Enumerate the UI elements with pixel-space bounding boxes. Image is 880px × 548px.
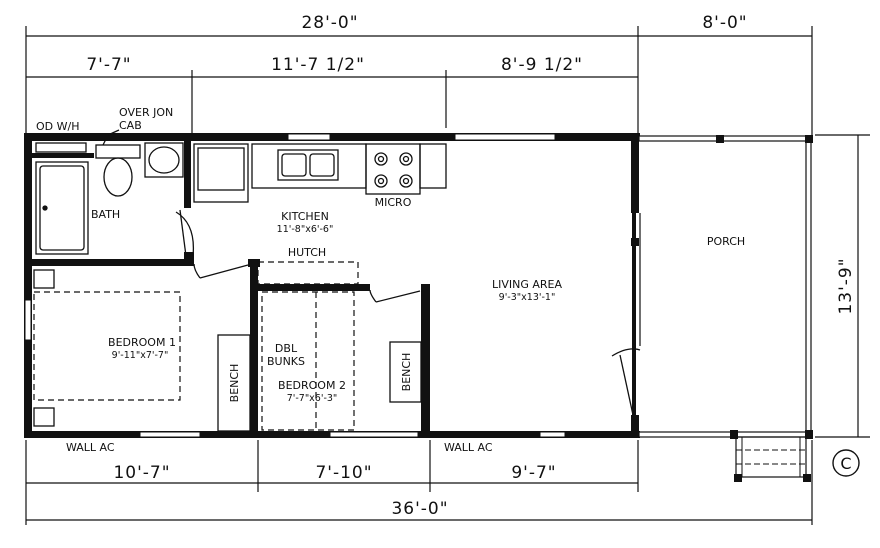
porch bbox=[631, 135, 813, 482]
kitchen-sink bbox=[277, 149, 339, 181]
bathtub bbox=[35, 161, 89, 255]
label-hutch: HUTCH bbox=[288, 246, 326, 259]
dimension-lines bbox=[25, 26, 870, 525]
range bbox=[365, 143, 421, 195]
label-bunks: BUNKS bbox=[267, 355, 305, 368]
water-heater bbox=[35, 142, 87, 153]
label-wall-ac-2: WALL AC bbox=[444, 441, 493, 454]
label-bedroom2: BEDROOM 2 bbox=[278, 379, 346, 392]
bed bbox=[33, 291, 181, 401]
label-dbl: DBL bbox=[275, 342, 298, 355]
label-kitchen: KITCHEN bbox=[281, 210, 329, 223]
east-wall-lower bbox=[631, 415, 639, 438]
label-bedroom2-size: 7'-7"x6'-3" bbox=[287, 393, 338, 404]
bedroom1-east-wall bbox=[250, 259, 258, 438]
dim-right-height: 13'-9" bbox=[836, 257, 856, 314]
dim-bottom-seg3: 9'-7" bbox=[511, 463, 556, 483]
toilet-bowl bbox=[103, 157, 133, 197]
label-micro: MICRO bbox=[375, 196, 412, 209]
dim-bottom-overall: 36'-0" bbox=[391, 499, 448, 519]
bunk-beds bbox=[261, 291, 355, 431]
dim-top-seg1: 7'-7" bbox=[86, 55, 131, 75]
refrigerator bbox=[193, 143, 249, 203]
dim-top-seg2: 11'-7 1/2" bbox=[271, 55, 365, 75]
label-cab: CAB bbox=[119, 119, 142, 132]
nightstand-top bbox=[33, 269, 55, 289]
label-over-jon: OVER JON bbox=[119, 106, 173, 119]
label-living: LIVING AREA bbox=[492, 278, 563, 291]
bench-1 bbox=[217, 334, 251, 432]
toilet-tank bbox=[95, 144, 141, 159]
dim-top-seg3: 8'-9 1/2" bbox=[501, 55, 583, 75]
label-bench-2: BENCH bbox=[400, 353, 413, 392]
label-kitchen-size: 11'-8"x6'-6" bbox=[277, 224, 334, 235]
kitchen-fixtures bbox=[193, 143, 447, 203]
bedroom2-fixtures bbox=[261, 291, 422, 431]
north-wall bbox=[24, 133, 640, 141]
hutch bbox=[257, 261, 359, 285]
bath-bedroom-wall bbox=[24, 259, 194, 266]
bench-2 bbox=[389, 341, 422, 403]
leader-line bbox=[102, 129, 120, 146]
dim-bottom-seg1: 10'-7" bbox=[113, 463, 170, 483]
label-od-wh: OD W/H bbox=[36, 120, 79, 133]
nightstand-bottom bbox=[33, 407, 55, 427]
bedroom2-north-wall bbox=[250, 284, 370, 291]
windows bbox=[24, 133, 566, 438]
west-wall bbox=[24, 133, 32, 438]
label-porch: PORCH bbox=[707, 235, 745, 248]
bedroom2-east-wall bbox=[421, 284, 430, 438]
label-living-size: 9'-3"x13'-1" bbox=[499, 292, 556, 303]
east-wall-upper bbox=[631, 133, 639, 213]
dim-top-overall: 28'-0" bbox=[301, 13, 358, 33]
label-bath: BATH bbox=[91, 208, 120, 221]
label-bench-1: BENCH bbox=[228, 364, 241, 403]
label-bedroom1-size: 9'-11"x7'-7" bbox=[112, 350, 169, 361]
label-bedroom1: BEDROOM 1 bbox=[108, 336, 176, 349]
bedroom1-fixtures bbox=[33, 269, 251, 432]
dim-bottom-seg2: 7'-10" bbox=[315, 463, 372, 483]
copyright-letter: C bbox=[840, 454, 851, 473]
sink bbox=[144, 142, 184, 178]
doors bbox=[175, 209, 641, 416]
bath-fixtures bbox=[35, 142, 184, 255]
copyright-circle bbox=[832, 449, 860, 477]
dim-top-porch: 8'-0" bbox=[702, 13, 747, 33]
label-wall-ac-1: WALL AC bbox=[66, 441, 115, 454]
